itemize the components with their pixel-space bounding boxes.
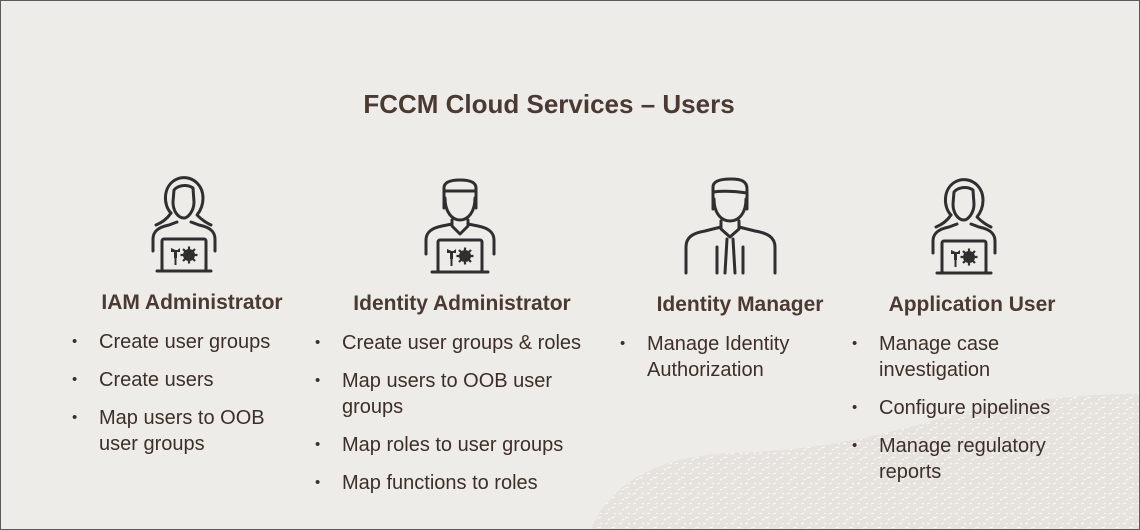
task-list-identity-administrator: Create user groups & roles Map users to … [314,330,606,508]
task-list-application-user: Manage case investigation Configure pipe… [851,331,1087,497]
task-item: Manage case investigation [851,331,1087,383]
male-manager-icon [684,177,777,275]
task-item: Create users [71,367,293,393]
task-item: Manage regulatory reports [851,433,1087,485]
role-title-identity-administrator: Identity Administrator [353,292,571,315]
task-item: Manage Identity Authorization [619,331,825,383]
task-item: Configure pipelines [851,395,1087,421]
task-item: Create user groups [71,329,293,355]
task-item: Create user groups & roles [314,330,606,356]
task-list-identity-manager: Manage Identity Authorization [619,331,825,395]
task-item: Map roles to user groups [314,432,606,458]
female-user-laptop-icon [931,178,997,275]
page-title: FCCM Cloud Services – Users [363,89,735,119]
task-item: Map functions to roles [314,470,606,496]
task-item: Map users to OOB user groups [71,405,293,457]
role-title-iam-administrator: IAM Administrator [101,291,283,314]
female-admin-laptop-icon [151,176,217,273]
male-admin-laptop-icon [424,178,496,274]
role-title-application-user: Application User [888,293,1056,316]
task-list-iam-administrator: Create user groups Create users Map user… [71,329,293,469]
task-item: Map users to OOB user groups [314,368,606,420]
role-title-identity-manager: Identity Manager [656,293,824,316]
